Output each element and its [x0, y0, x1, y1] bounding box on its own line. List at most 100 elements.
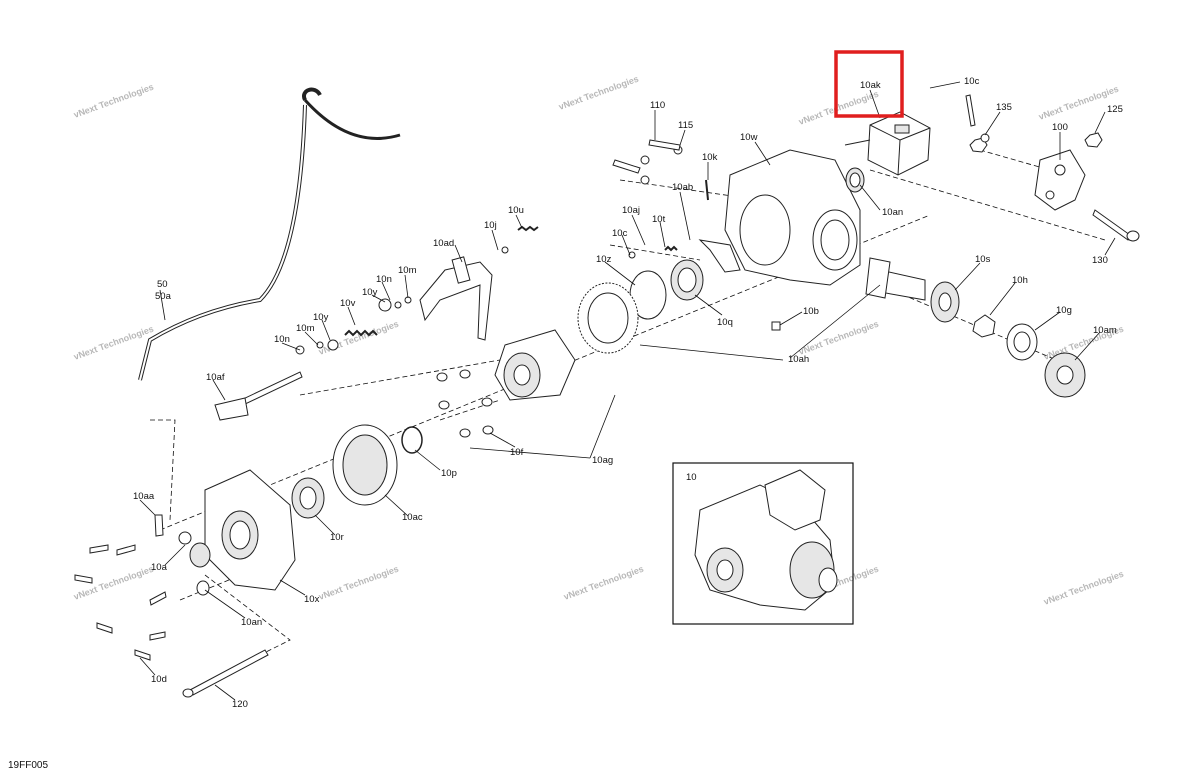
seal	[189, 542, 211, 568]
breather-hose	[138, 87, 322, 381]
callout-label: 10ab	[672, 182, 693, 193]
washer	[628, 251, 636, 259]
callout-label: 10g	[1056, 305, 1072, 316]
washer	[316, 341, 324, 349]
callout-label: 135	[996, 102, 1012, 113]
washer	[327, 339, 339, 351]
spring	[517, 225, 539, 232]
watermark-text: vNext Technologies	[1042, 569, 1125, 607]
watermark-text: vNext Technologies	[72, 564, 155, 602]
nut	[1084, 132, 1103, 148]
callout-label: 125	[1107, 104, 1123, 115]
callout-label: 10c	[612, 228, 628, 239]
callout-label: 115	[678, 120, 693, 131]
shift-fork	[419, 261, 493, 341]
differential-assembly	[494, 329, 576, 401]
callout-label: 10w	[740, 132, 758, 143]
bolt-group	[436, 369, 494, 438]
callout-label: 110	[650, 100, 665, 111]
callout-label: 10aj	[622, 205, 640, 216]
callout-label: 120	[232, 699, 248, 710]
spring	[664, 245, 678, 252]
assembled-unit	[694, 469, 838, 611]
callout-label: 10an	[882, 207, 903, 218]
callout-label: 50a	[155, 291, 172, 302]
long-bolt	[189, 649, 269, 696]
callout-label: 10t	[652, 214, 666, 225]
assembly-inset: 10	[672, 462, 854, 625]
callout-label: 10y	[362, 287, 378, 298]
callout-label: 10n	[376, 274, 392, 285]
callout-label: 10ak	[860, 80, 881, 91]
pin	[705, 179, 709, 201]
callout-label: 10f	[510, 447, 524, 458]
callout-label: 10m	[398, 265, 417, 276]
bolt	[1092, 209, 1131, 241]
callout-label: 10n	[274, 334, 290, 345]
watermark-text: vNext Technologies	[797, 319, 880, 357]
main-housing	[724, 149, 861, 286]
watermark-text: vNext Technologies	[562, 564, 645, 602]
seal	[196, 580, 210, 596]
nut	[972, 314, 996, 338]
washer	[640, 175, 650, 185]
callout-label: 50	[157, 279, 168, 290]
callout-label: 10u	[508, 205, 524, 216]
callout-label: 10r	[330, 532, 344, 543]
cover	[332, 424, 398, 506]
washer	[640, 155, 650, 165]
bolt	[612, 159, 641, 174]
actuator-module	[844, 111, 931, 176]
spring	[344, 329, 378, 337]
callout-label: 10ac	[402, 512, 423, 523]
callout-label: 10an	[241, 617, 262, 628]
watermark-text: vNext Technologies	[72, 324, 155, 362]
side-housing	[204, 469, 296, 591]
watermark-text: vNext Technologies	[797, 89, 880, 127]
callout-label: 10h	[1012, 275, 1028, 286]
watermark-text: vNext Technologies	[557, 74, 640, 112]
callout-label: 10c	[964, 76, 980, 87]
callout-labels: 10ak 10c 135 125 100 110 115 10w 10k 10a…	[133, 76, 1123, 710]
callout-label: 100	[1052, 122, 1068, 133]
plug	[771, 321, 781, 331]
watermark-text: vNext Technologies	[317, 564, 400, 602]
output-shaft	[865, 257, 960, 323]
watermark-text: vNext Technologies	[1037, 84, 1120, 122]
seal	[178, 531, 192, 545]
fitting	[154, 514, 164, 537]
callout-label: 10k	[702, 152, 718, 163]
callout-label: 10q	[717, 317, 733, 328]
watermark-text: vNext Technologies	[317, 319, 400, 357]
washer	[394, 301, 402, 309]
bolt	[648, 139, 681, 151]
callout-label: 10y	[313, 312, 329, 323]
parts	[74, 87, 1140, 698]
callout-label: 10p	[441, 468, 457, 479]
o-ring	[401, 426, 423, 454]
callout-label: 10j	[484, 220, 497, 231]
callout-label: 10b	[803, 306, 819, 317]
callout-label: 10d	[151, 674, 167, 685]
callout-label: 10a	[151, 562, 168, 573]
callout-label: 10aa	[133, 491, 155, 502]
bracket	[698, 239, 741, 273]
callout-label: 10m	[296, 323, 315, 334]
bolt-group	[74, 544, 167, 661]
callout-label: 10ad	[433, 238, 454, 249]
highlight-box	[834, 50, 904, 118]
callout-label: 10ah	[788, 354, 809, 365]
callout-label: 10v	[340, 298, 356, 309]
inset-label: 10	[686, 472, 697, 483]
washer	[378, 298, 392, 312]
bolt	[965, 94, 976, 127]
callout-label: 130	[1092, 255, 1108, 266]
callout-label: 10x	[304, 594, 320, 605]
callout-label: 10am	[1093, 325, 1117, 336]
figure-id: 19FF005	[8, 760, 48, 771]
washer	[501, 246, 509, 254]
callout-label: 10s	[975, 254, 991, 265]
leader-lines	[139, 81, 1116, 701]
callout-label: 10ag	[592, 455, 613, 466]
